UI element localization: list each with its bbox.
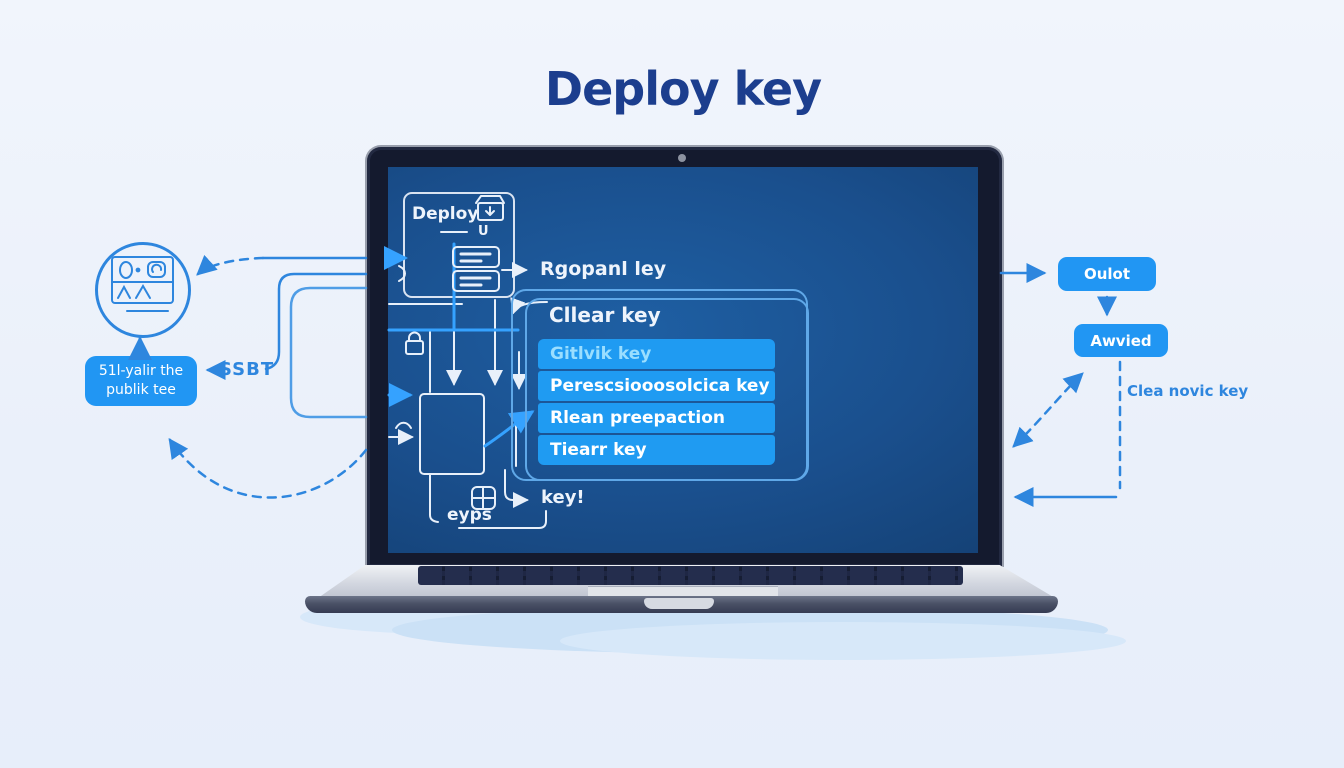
menu-item[interactable]: Gitlvik key [538,339,775,369]
deploy-box [403,192,515,298]
laptop-shadow [560,622,1126,660]
eyps-label: eyps [447,505,492,525]
repo-circle-badge [95,242,191,338]
public-key-button-label: 51l-yalir the publik tee [98,363,184,398]
laptop-trackpad [588,586,778,598]
repo-key-label: Rgopanl ley [540,258,667,280]
dashed-curve-bottom-left [168,437,368,499]
ssbt-label: SSBT [219,359,275,380]
key-label: key! [541,487,585,508]
webcam-dot-icon [678,154,686,162]
menu-item[interactable]: Tiearr key [538,435,775,465]
awvied-button[interactable]: Awvied [1074,324,1168,357]
deploy-box-label: Deploy [412,204,479,224]
clea-novic-key-label: Clea novic key [1127,382,1249,400]
dashed-curve-awvied-laptop [1012,372,1084,448]
clear-key-label: Cllear key [549,303,661,327]
menu-item[interactable]: Rlean preepaction [538,403,775,433]
line-laptop-to-ssbt [264,272,368,371]
bracket-outline [289,286,368,419]
menu-item[interactable]: Perescsiooosolcica key [538,371,775,401]
oulot-button[interactable]: Oulot [1058,257,1156,291]
key-menu: Gitlvik key Perescsiooosolcica key Rlean… [538,339,775,467]
u-label: U [478,224,489,239]
dashed-arrow-to-circle [196,254,265,276]
laptop-keyboard [418,566,963,585]
laptop-lid-notch [644,598,714,609]
public-key-button[interactable]: 51l-yalir the publik tee [85,356,197,406]
page-title: Deploy key [544,62,822,116]
